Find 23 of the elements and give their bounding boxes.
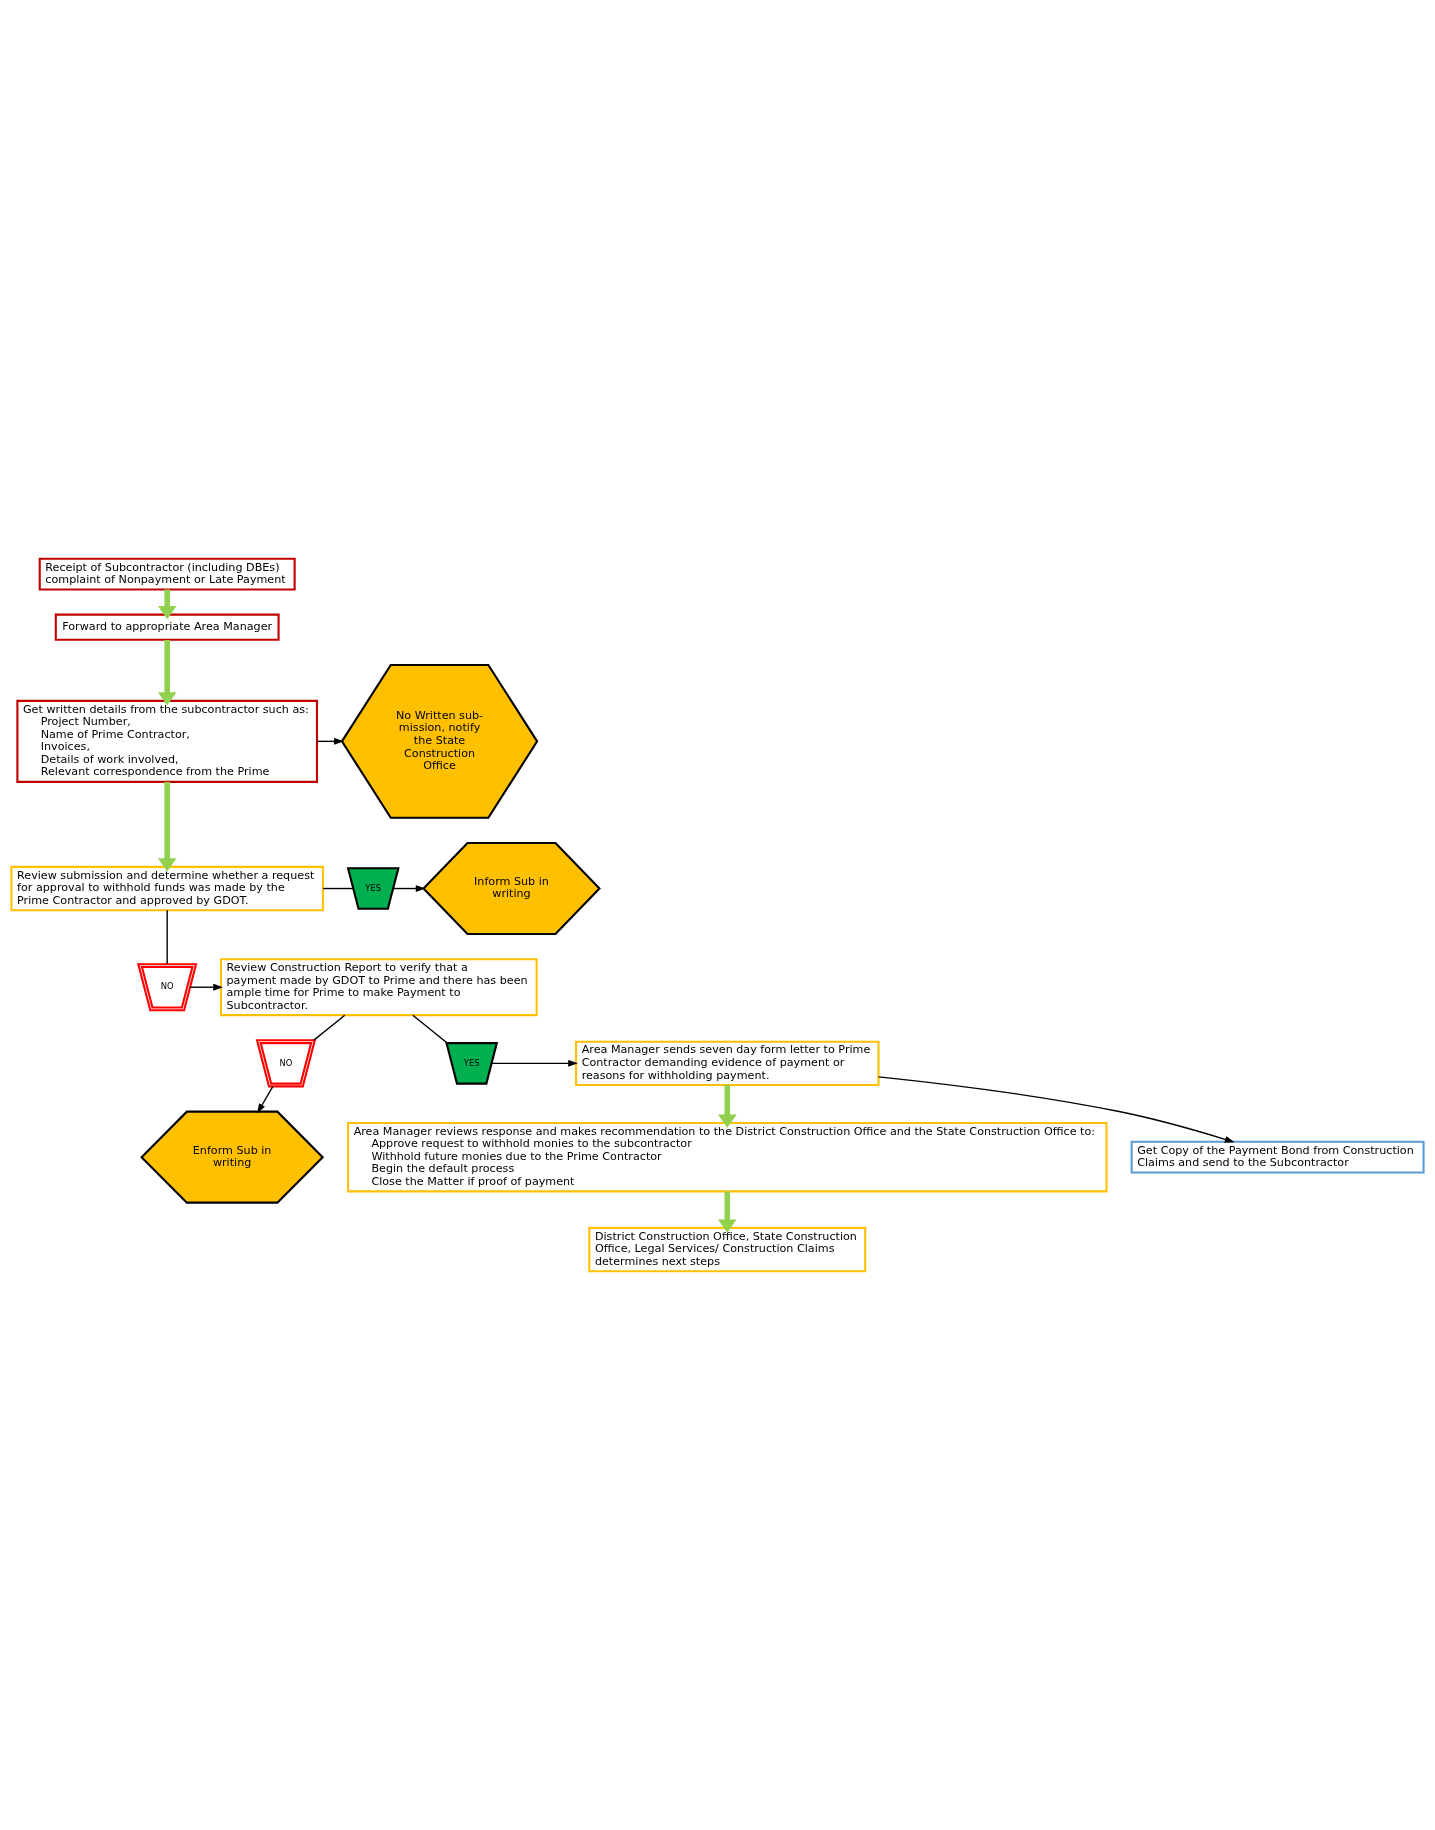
- arrow: [392, 885, 426, 892]
- arrow: [490, 1059, 578, 1067]
- arrow: [257, 1085, 274, 1114]
- arrow: [718, 1085, 737, 1128]
- connector: [313, 1014, 346, 1041]
- arrow: [157, 781, 177, 872]
- node-box: Get written details from the subcontractor such as: Project Number, Name of Prime Contractor, Invoices, Details of work involved, Relevant correspondence from the Prime: [16, 699, 319, 783]
- node-box: Review Construction Report to verify that a payment made by GDOT to Prime and there has been ample time for Prime to make Payment to Subcontractor.: [219, 958, 538, 1017]
- arrow: [877, 1076, 1235, 1143]
- connector: [166, 909, 168, 965]
- node-box: Forward to appropriate Area Manager: [54, 613, 280, 641]
- arrow: [718, 1191, 737, 1233]
- node-box: Receipt of Subcontractor (including DBEs) complaint of Nonpayment or Late Payment: [38, 557, 296, 591]
- node-box: Review submission and determine whether a request for approval to withhold funds was made by the Prime Contractor and approved by GDOT.: [10, 865, 324, 912]
- arrow: [189, 983, 223, 991]
- connector: [322, 887, 354, 890]
- arrow: [157, 589, 177, 620]
- node-box: Area Manager sends seven day form letter to Prime Contractor demanding evidence of payment or reasons for withholding payment.: [575, 1040, 880, 1087]
- node-box: Get Copy of the Payment Bond from Construction Claims and send to the Subcontractor: [1130, 1140, 1425, 1174]
- connector: [412, 1014, 448, 1044]
- arrow: [157, 640, 177, 706]
- node-box: District Construction Office, State Construction Office, Legal Services/ Construction Claims determines next steps: [588, 1226, 867, 1273]
- node-box: Area Manager reviews response and makes recommendation to the District Construction Office and the State Construction Office to: Approve request to withhold monies to the subcontractor Withhold future monies due to the Prime Contractor Begin the default process Close the Matter if proof of payment: [347, 1121, 1108, 1193]
